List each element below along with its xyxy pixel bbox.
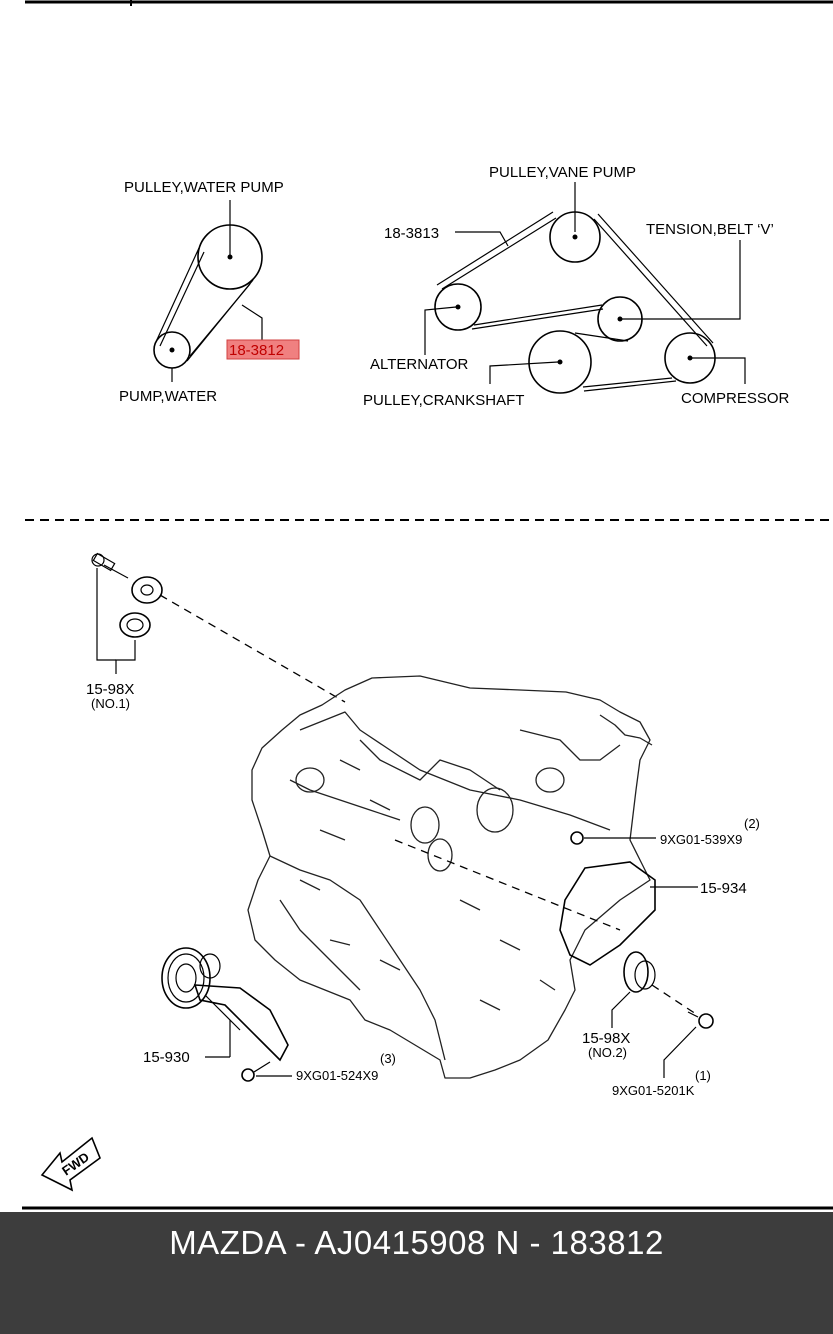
label-bolt-524-qty: (3) [380,1051,396,1066]
label-tension-belt: TENSION,BELT ‘V’ [646,221,774,238]
water-pump-belt-drive: PULLEY,WATER PUMP 18-3812 PUMP,WATER [119,179,300,405]
tensioner-15-930 [161,947,292,1082]
label-15-934: 15-934 [700,880,747,897]
label-highlight-part: 18-3812 [229,342,284,359]
cover-15-934 [559,861,656,966]
alternator-pulley [434,283,482,331]
label-15-98x-no1-sub: (NO.1) [91,696,130,711]
caption-bar [0,1212,833,1334]
caption-text: MAZDA - AJ0415908 N - 183812 [169,1224,664,1261]
fwd-arrow-icon: FWD [40,1136,101,1192]
label-bolt-539-qty: (2) [744,816,760,831]
highlight-box [226,339,300,360]
label-15-98x-no2-sub: (NO.2) [588,1045,627,1060]
label-alternator: ALTERNATOR [370,356,469,373]
label-15-98x-no1: 15-98X [86,681,134,698]
label-bolt-5201k-qty: (1) [695,1068,711,1083]
parts-diagram: PULLEY,WATER PUMP 18-3812 PUMP,WATER P [22,0,833,1210]
label-pulley-water-pump: PULLEY,WATER PUMP [124,179,284,196]
label-bolt-5201k: 9XG01-5201K [612,1083,695,1098]
label-pulley-crankshaft: PULLEY,CRANKSHAFT [363,392,524,409]
idler-pulley-no2 [611,951,714,1078]
label-pump-water: PUMP,WATER [119,388,217,405]
label-15-930: 15-930 [143,1049,190,1066]
label-belt-main: 18-3813 [384,225,439,242]
label-pulley-vane-pump: PULLEY,VANE PUMP [489,164,636,181]
engine-exploded-view: 15-98X (NO.1) 15-934 (2) 9XG01-539X9 [40,552,760,1192]
crankshaft-pulley [528,330,592,394]
label-fwd: FWD [59,1149,92,1178]
label-15-98x-no2: 15-98X [582,1030,630,1047]
idler-pulley-no1 [91,552,163,674]
accessory-belt-drive: PULLEY,VANE PUMP 18-3813 TENSION,BELT ‘V… [363,164,790,409]
label-bolt-539: 9XG01-539X9 [660,832,742,847]
label-compressor: COMPRESSOR [681,390,790,407]
label-bolt-524: 9XG01-524X9 [296,1068,378,1083]
